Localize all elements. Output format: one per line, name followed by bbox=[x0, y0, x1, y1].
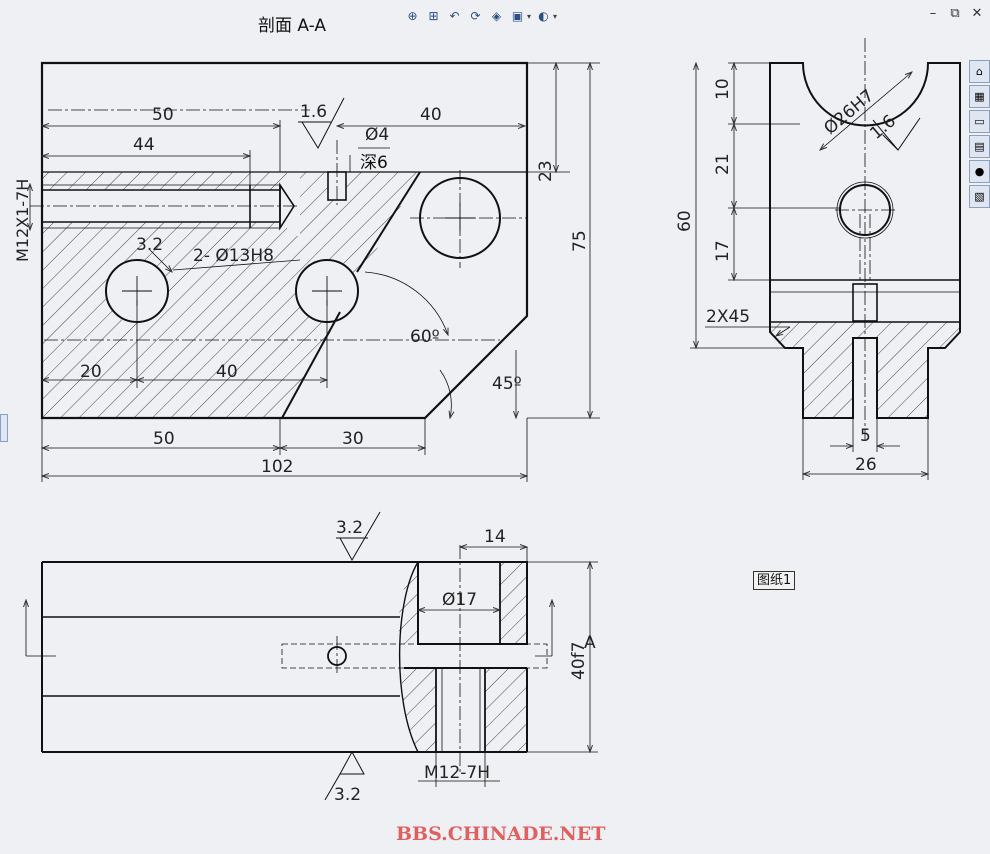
depth-6-note: 深6 bbox=[360, 153, 388, 173]
dim-10: 10 bbox=[713, 78, 733, 100]
roughness-3-2-section: 3.2 bbox=[136, 235, 163, 255]
sheet-tab[interactable]: 图纸1 bbox=[753, 571, 796, 590]
heads-up-view-toolbar: ⊕ ⊞ ↶ ⟳ ◈ ▣ ▾ ◐ ▾ bbox=[404, 5, 557, 27]
design-library-icon[interactable]: ▦ bbox=[969, 85, 990, 108]
thread-m12-7h: M12-7H bbox=[424, 763, 490, 783]
view-palette-icon[interactable]: ▤ bbox=[969, 135, 990, 158]
section-label-a: A bbox=[584, 633, 596, 653]
display-style-caret-icon[interactable]: ▾ bbox=[527, 11, 532, 21]
roughness-3-2-bottom: 3.2 bbox=[334, 785, 361, 805]
dim-30: 30 bbox=[342, 429, 364, 449]
angle-45: 45º bbox=[492, 374, 522, 394]
dim-50-bottom: 50 bbox=[153, 429, 175, 449]
dim-40-top: 40 bbox=[420, 105, 442, 125]
zoom-to-fit-icon[interactable]: ⊕ bbox=[407, 9, 418, 23]
watermark: BBS.CHINADE.NET bbox=[396, 823, 606, 845]
dim-21: 21 bbox=[713, 153, 733, 175]
roughness-1-6-side: 1.6 bbox=[866, 111, 900, 144]
minimize-button[interactable]: – bbox=[929, 6, 937, 21]
window-controls: – ⧉ ✕ bbox=[926, 6, 984, 21]
dim-14: 14 bbox=[484, 527, 506, 547]
dim-40f7: 40f7 bbox=[569, 642, 589, 680]
dim-75: 75 bbox=[570, 230, 590, 252]
display-style-icon[interactable]: ▣ bbox=[511, 9, 524, 23]
dim-102: 102 bbox=[261, 457, 293, 477]
dim-40-bottom: 40 bbox=[216, 362, 238, 382]
appearances-icon[interactable]: ● bbox=[969, 160, 990, 183]
roughness-1-6-section: 1.6 bbox=[300, 102, 327, 122]
section-title: 剖面 A-A bbox=[258, 16, 326, 36]
roughness-3-2-top: 3.2 bbox=[336, 518, 363, 538]
side-view bbox=[690, 38, 961, 480]
chamfer-2x45: 2X45 bbox=[706, 307, 750, 327]
holes-callout: 2- Ø13H8 bbox=[193, 246, 274, 266]
custom-properties-icon[interactable]: ▧ bbox=[969, 185, 990, 208]
hide-show-icon[interactable]: ◐ bbox=[538, 9, 549, 23]
rebuild-icon[interactable]: ⟳ bbox=[470, 9, 481, 23]
dim-23: 23 bbox=[536, 160, 556, 182]
dim-44: 44 bbox=[133, 135, 155, 155]
dim-26: 26 bbox=[855, 455, 877, 475]
home-icon[interactable]: ⌂ bbox=[969, 60, 990, 83]
file-explorer-icon[interactable]: ▭ bbox=[969, 110, 990, 133]
side-panel-grip[interactable] bbox=[0, 414, 8, 442]
section-view-a-a bbox=[30, 61, 600, 482]
dim-5: 5 bbox=[860, 426, 871, 446]
task-pane-tabs: ⌂ ▦ ▭ ▤ ● ▧ bbox=[969, 60, 990, 208]
dim-dia-17: Ø17 bbox=[442, 590, 477, 610]
thread-callout: M12X1-7H bbox=[13, 179, 32, 262]
zoom-area-icon[interactable]: ⊞ bbox=[428, 9, 439, 23]
dim-50-top: 50 bbox=[152, 105, 174, 125]
dim-20: 20 bbox=[80, 362, 102, 382]
3d-view-icon[interactable]: ◈ bbox=[491, 9, 502, 23]
angle-60: 60º bbox=[410, 327, 440, 347]
close-button[interactable]: ✕ bbox=[971, 6, 983, 21]
hide-show-caret-icon[interactable]: ▾ bbox=[553, 11, 558, 21]
dim-17: 17 bbox=[713, 240, 733, 262]
plan-view bbox=[26, 511, 598, 801]
dim-dia-4: Ø4 bbox=[365, 125, 389, 145]
previous-view-icon[interactable]: ↶ bbox=[449, 9, 460, 23]
restore-button[interactable]: ⧉ bbox=[950, 6, 960, 21]
dim-60: 60 bbox=[675, 210, 695, 232]
